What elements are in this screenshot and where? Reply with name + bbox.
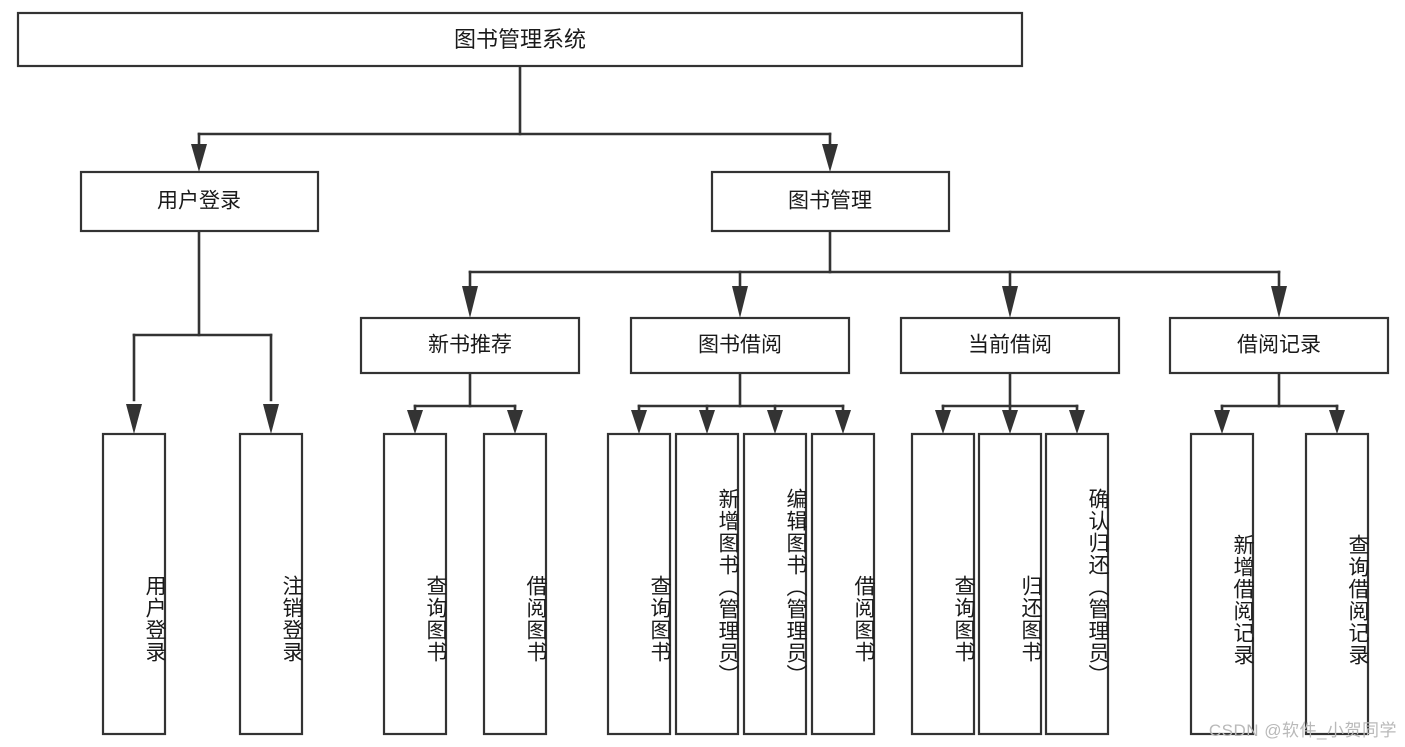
arrow-head-leaf-user-login [126, 404, 142, 434]
leaf-group-current-borrow [910, 432, 1110, 736]
arrow-head-book-borrow [732, 286, 748, 318]
node-user-login[interactable]: 用户登录 [79, 170, 320, 233]
arrow-head-leaf-borrow-book-1 [507, 410, 523, 434]
node-leaf-borrow-book-2-box[interactable] [810, 432, 876, 736]
node-root-label: 图书管理系统 [454, 27, 586, 52]
connector-group-borrow-record [1214, 371, 1345, 434]
arrow-head-leaf-add-book [699, 410, 715, 434]
arrow-head-borrow-record [1271, 286, 1287, 318]
node-leaf-query-book-3-box[interactable] [910, 432, 976, 736]
arrow-head-leaf-query-record [1329, 410, 1345, 434]
node-leaf-borrow-book-1-box[interactable] [482, 432, 548, 736]
node-leaf-add-book-box[interactable] [674, 432, 740, 736]
leaf-group-book-borrow [606, 432, 876, 736]
node-borrow-record[interactable]: 借阅记录 [1168, 316, 1390, 375]
node-new-book-rec-label: 新书推荐 [428, 334, 512, 357]
node-user-login-label: 用户登录 [157, 190, 241, 213]
node-new-book-rec-box[interactable] [359, 316, 581, 375]
connector-group-user-login [126, 229, 279, 434]
node-leaf-query-record-box[interactable] [1304, 432, 1370, 736]
arrow-head-leaf-confirm-return [1069, 410, 1085, 434]
node-leaf-logout-box[interactable] [238, 432, 304, 736]
leaf-group-new-book-rec [382, 432, 548, 736]
watermark-text: CSDN @软件_小贺同学 [1208, 721, 1397, 740]
node-leaf-confirm-return-box[interactable] [1044, 432, 1110, 736]
arrow-head-leaf-edit-book [767, 410, 783, 434]
node-current-borrow-box[interactable] [899, 316, 1121, 375]
node-book-manage-box[interactable] [710, 170, 951, 233]
node-leaf-edit-book-box[interactable] [742, 432, 808, 736]
arrow-head-leaf-query-book-1 [407, 410, 423, 434]
arrow-head-current-borrow [1002, 286, 1018, 318]
arrow-head-leaf-add-record [1214, 410, 1230, 434]
arrow-head-leaf-borrow-book-2 [835, 410, 851, 434]
leaf-group-borrow-record [1189, 432, 1370, 736]
node-book-manage[interactable]: 图书管理 [710, 170, 951, 233]
arrow-head-leaf-query-book-2 [631, 410, 647, 434]
node-current-borrow[interactable]: 当前借阅 [899, 316, 1121, 375]
arrow-head-userlogin [191, 144, 207, 172]
connector-group-new-book-rec [407, 371, 523, 434]
arrow-head-new-book-rec [462, 286, 478, 318]
node-root[interactable]: 图书管理系统 [16, 11, 1024, 68]
connector-group-book-borrow [631, 371, 851, 434]
arrow-head-leaf-return-book [1002, 410, 1018, 434]
arrow-head-bookmanage [822, 144, 838, 172]
node-book-borrow-label: 图书借阅 [698, 334, 782, 357]
node-borrow-record-label: 借阅记录 [1237, 334, 1321, 357]
node-user-login-box[interactable] [79, 170, 320, 233]
node-book-borrow-box[interactable] [629, 316, 851, 375]
node-leaf-return-book-box[interactable] [977, 432, 1043, 736]
node-leaf-user-login-box[interactable] [101, 432, 167, 736]
node-root-box[interactable] [16, 11, 1024, 68]
arrow-head-leaf-query-book-3 [935, 410, 951, 434]
node-leaf-add-record-box[interactable] [1189, 432, 1255, 736]
connector-group-root [191, 64, 838, 172]
arrow-head-leaf-logout [263, 404, 279, 434]
node-book-borrow[interactable]: 图书借阅 [629, 316, 851, 375]
node-new-book-rec[interactable]: 新书推荐 [359, 316, 581, 375]
node-leaf-query-book-2-box[interactable] [606, 432, 672, 736]
node-book-manage-label: 图书管理 [788, 190, 872, 213]
leaf-group-user-login [101, 432, 304, 736]
connector-group-current-borrow [935, 371, 1085, 434]
node-leaf-query-book-1-box[interactable] [382, 432, 448, 736]
node-borrow-record-box[interactable] [1168, 316, 1390, 375]
node-current-borrow-label: 当前借阅 [968, 334, 1052, 357]
connector-group-book-manage [462, 229, 1287, 318]
